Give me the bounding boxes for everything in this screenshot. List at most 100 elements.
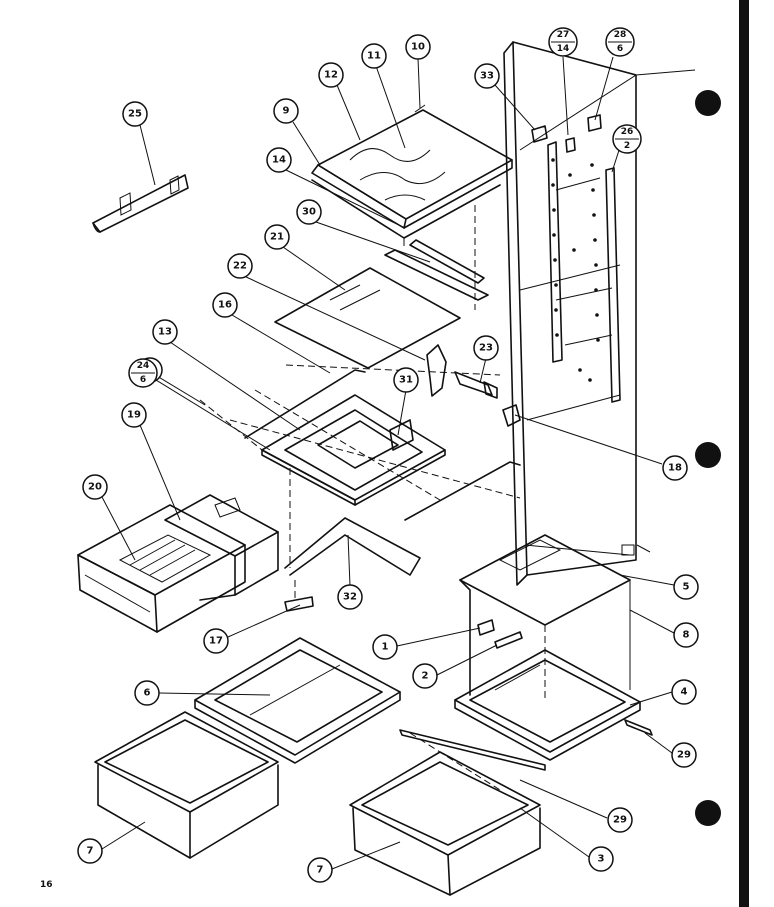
callout-6: 6 xyxy=(134,680,160,706)
part-25-bracket xyxy=(92,174,189,233)
callout-9: 9 xyxy=(273,98,299,124)
page-number: 16 xyxy=(40,880,53,890)
callout-7-left: 7 xyxy=(77,838,103,864)
part-5-crisper-box xyxy=(459,534,631,700)
svg-text:14: 14 xyxy=(557,44,570,54)
svg-text:18: 18 xyxy=(668,463,682,474)
svg-text:17: 17 xyxy=(209,636,223,647)
svg-text:6: 6 xyxy=(140,375,146,385)
svg-text:13: 13 xyxy=(158,327,172,338)
part-14-shelf-rail xyxy=(311,179,501,246)
leader-lines xyxy=(101,56,675,870)
svg-text:8: 8 xyxy=(683,630,690,641)
part-17-clip xyxy=(284,580,314,612)
svg-text:26: 26 xyxy=(621,127,634,137)
svg-text:2: 2 xyxy=(422,671,429,682)
svg-text:29: 29 xyxy=(677,750,691,761)
callout-1: 1 xyxy=(372,634,398,660)
svg-text:33: 33 xyxy=(480,71,494,82)
callout-22: 22 xyxy=(227,253,253,279)
callout-12: 12 xyxy=(318,62,344,88)
svg-text:24: 24 xyxy=(137,361,150,371)
callout-10: 10 xyxy=(405,34,431,60)
callout-18: 18 xyxy=(662,455,688,481)
svg-text:10: 10 xyxy=(411,42,425,53)
callout-24-6: 24 6 xyxy=(128,358,158,388)
svg-text:14: 14 xyxy=(272,155,286,166)
svg-text:28: 28 xyxy=(614,30,627,40)
part-4-crisper-cover xyxy=(454,649,641,761)
svg-text:4: 4 xyxy=(681,687,688,698)
svg-text:5: 5 xyxy=(683,582,690,593)
callout-32: 32 xyxy=(337,584,363,610)
svg-text:25: 25 xyxy=(128,109,142,120)
binder-hole-mark xyxy=(695,442,721,468)
callout-30: 30 xyxy=(296,199,322,225)
callout-13: 13 xyxy=(152,319,178,345)
part-9-10-11-12-top-shelf xyxy=(311,104,513,229)
part-20-drawer xyxy=(77,504,246,633)
svg-text:7: 7 xyxy=(317,865,324,876)
svg-text:7: 7 xyxy=(87,846,94,857)
callout-8: 8 xyxy=(673,622,699,648)
callout-29-lower: 29 xyxy=(607,807,633,833)
callout-3: 3 xyxy=(588,846,614,872)
callout-5: 5 xyxy=(673,574,699,600)
callout-19: 19 xyxy=(121,402,147,428)
cabinet-side-wall xyxy=(503,41,696,586)
part-30-21-glass-shelf xyxy=(274,205,489,369)
svg-text:30: 30 xyxy=(302,207,316,218)
callout-25: 25 xyxy=(122,101,148,127)
callout-17: 17 xyxy=(203,628,229,654)
part-7-bin-left xyxy=(94,711,279,859)
margin-bar xyxy=(739,0,749,907)
svg-text:21: 21 xyxy=(270,232,284,243)
callout-2: 2 xyxy=(412,663,438,689)
binder-hole-mark xyxy=(695,800,721,826)
part-6-drawer-cover xyxy=(194,637,401,764)
svg-text:12: 12 xyxy=(324,70,338,81)
callout-11: 11 xyxy=(361,43,387,69)
callout-21: 21 xyxy=(264,224,290,250)
fraction-callouts: 27 14 28 6 26 2 24 6 xyxy=(128,27,642,388)
shelf-rails xyxy=(531,114,621,403)
callout-28-6: 28 6 xyxy=(605,27,635,57)
svg-text:29: 29 xyxy=(613,815,627,826)
part-1-2-brackets xyxy=(477,619,523,649)
svg-text:1: 1 xyxy=(382,642,389,653)
svg-text:3: 3 xyxy=(598,854,605,865)
part-7-bin-right xyxy=(349,751,541,896)
svg-text:27: 27 xyxy=(557,30,570,40)
callout-27-14: 27 14 xyxy=(548,27,578,57)
callout-20: 20 xyxy=(82,474,108,500)
svg-text:20: 20 xyxy=(88,482,102,493)
callout-14: 14 xyxy=(266,147,292,173)
svg-text:2: 2 xyxy=(624,141,630,151)
svg-text:23: 23 xyxy=(479,343,493,354)
callout-31: 31 xyxy=(393,367,419,393)
callout-16: 16 xyxy=(212,292,238,318)
svg-text:16: 16 xyxy=(218,300,232,311)
svg-text:6: 6 xyxy=(617,44,623,54)
callout-23: 23 xyxy=(473,335,499,361)
part-29-rails xyxy=(399,719,653,791)
svg-text:19: 19 xyxy=(127,410,141,421)
callout-4: 4 xyxy=(671,679,697,705)
svg-text:31: 31 xyxy=(399,375,413,386)
callout-33: 33 xyxy=(474,63,500,89)
svg-text:11: 11 xyxy=(367,51,381,62)
svg-text:32: 32 xyxy=(343,592,357,603)
part-13-15-16-31-crisper-frame xyxy=(199,364,521,521)
part-23-hinge xyxy=(426,344,498,399)
callout-26-2: 26 2 xyxy=(612,124,642,154)
callouts: 25 12 11 10 9 14 30 21 22 16 13 15 19 20… xyxy=(77,34,699,883)
binder-hole-mark xyxy=(695,90,721,116)
svg-text:9: 9 xyxy=(283,106,290,117)
part-18-latch xyxy=(502,404,521,427)
callout-29-upper: 29 xyxy=(671,742,697,768)
part-19-drawer xyxy=(164,494,279,601)
svg-text:6: 6 xyxy=(144,688,151,699)
part-32-support xyxy=(284,468,421,576)
